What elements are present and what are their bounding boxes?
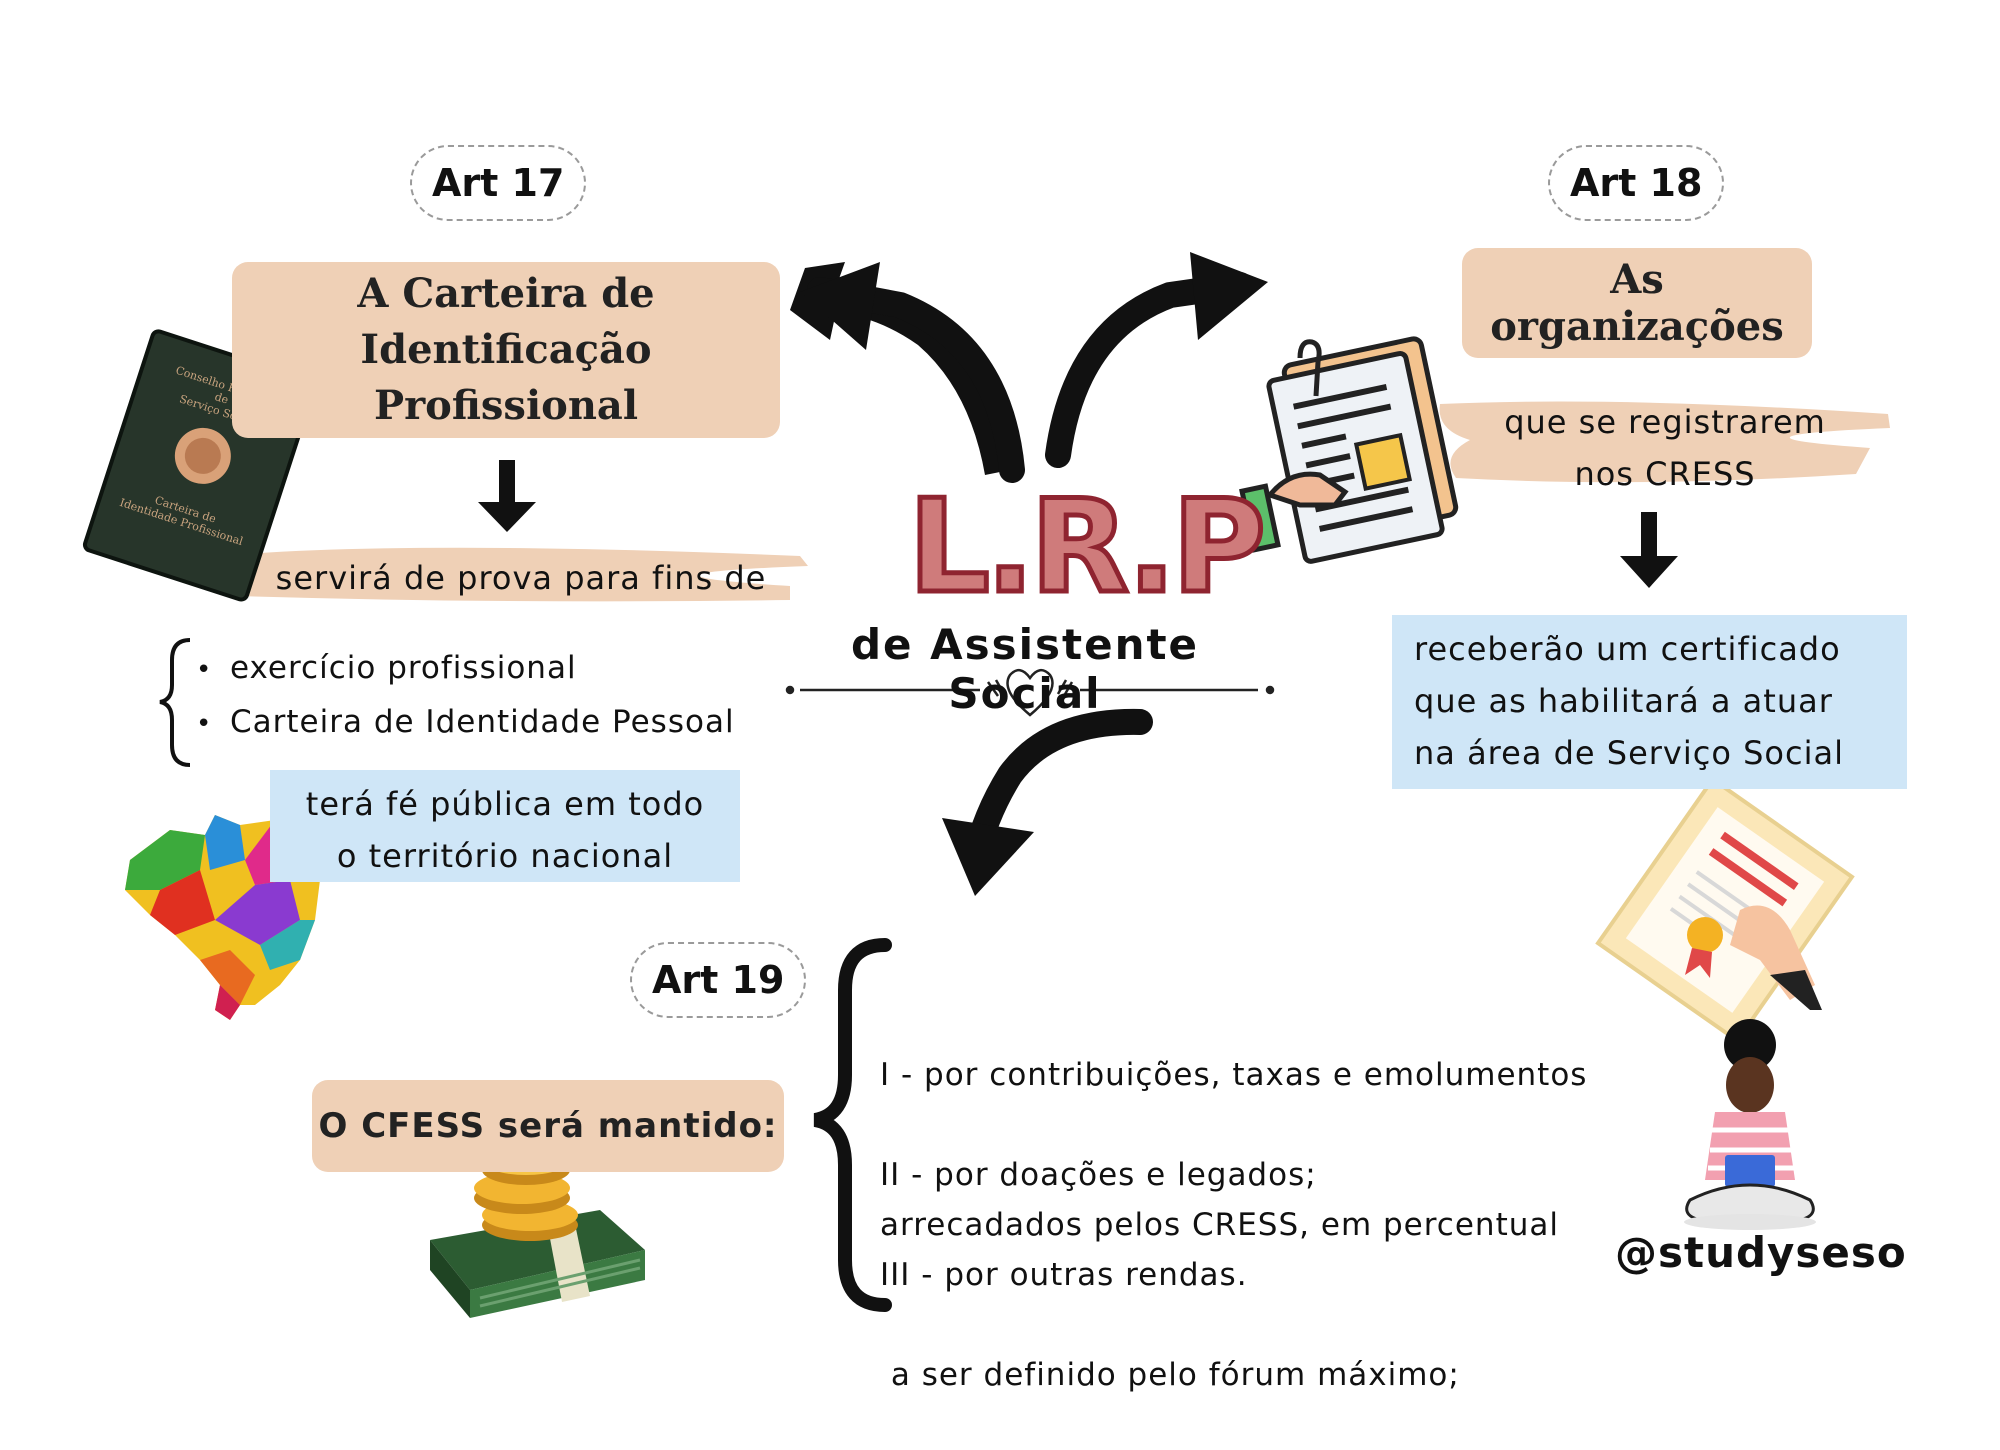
- author-handle: @studyseso: [1615, 1228, 1907, 1277]
- brush-stroke-art17: [229, 547, 808, 602]
- art17-box: A Carteira de Identificação Profissional: [232, 262, 780, 438]
- arrow-to-art19-head: [942, 818, 1034, 896]
- art17-blue-line2: o território nacional: [336, 837, 674, 875]
- art19-item-3: III - por outras rendas.: [880, 1257, 1248, 1293]
- girl-laptop-icon: [1684, 1019, 1816, 1230]
- lrp-subtitle: de Assistente Social: [850, 620, 1200, 718]
- documents-hand-icon: [1239, 336, 1459, 564]
- arrow-to-art18-line: [1045, 272, 1253, 468]
- art19-item-1: I - por contribuições, taxas e emolument…: [880, 950, 1587, 1450]
- art18-box: As organizações: [1462, 248, 1812, 358]
- art18-stroke-line2: nos CRESS: [1574, 455, 1756, 493]
- arrow-to-art17-line: [807, 277, 1025, 483]
- art19-tag: Art 19: [630, 942, 807, 1018]
- art17-tag: Art 17: [410, 145, 587, 221]
- art19-item-line: I - por contribuições, taxas e emolument…: [880, 1057, 1588, 1093]
- art17-bullet-list: exercício profissional Carteira de Ident…: [196, 642, 735, 750]
- brazil-map-icon: [125, 815, 320, 1020]
- arrow-to-art18-head: [1190, 252, 1268, 340]
- art17-box-line1: A Carteira de Identificação: [357, 270, 655, 373]
- art19-box: O CFESS será mantido:: [312, 1080, 784, 1172]
- bullets-brace: [159, 638, 191, 767]
- art18-blue-line3: na área de Serviço Social: [1414, 734, 1844, 772]
- diagram-canvas: Conselho RegionaldeServiço Social Cartei…: [82, 252, 1890, 1318]
- art18-blue-line1: receberão um certificado: [1414, 630, 1841, 668]
- heart-divider: [785, 669, 1275, 717]
- art19-brace: [813, 938, 892, 1312]
- art18-tag: Art 18: [1548, 145, 1725, 221]
- down-arrow-art17: [478, 460, 536, 532]
- arrow-to-art17-head: [800, 262, 880, 350]
- art17-blue-box: terá fé pública em todo o território nac…: [270, 770, 740, 882]
- art19-item-line: arrecadados pelos CRESS, em percentual: [880, 1207, 1559, 1243]
- art19-item-2: II - por doações e legados;: [880, 1157, 1317, 1193]
- list-item: exercício profissional: [196, 642, 735, 696]
- art19-item-line: a ser definido pelo fórum máximo;: [880, 1357, 1460, 1393]
- art18-blue-box: receberão um certificado que as habilita…: [1392, 615, 1907, 789]
- list-item: Carteira de Identidade Pessoal: [196, 696, 735, 750]
- certificate-icon: [1595, 776, 1855, 1044]
- art17-box-line2: Profissional: [373, 382, 639, 429]
- art17-stroke-text: servirá de prova para fins de: [275, 559, 767, 597]
- art17-blue-line1: terá fé pública em todo: [305, 785, 705, 823]
- down-arrow-art18: [1620, 512, 1678, 588]
- brush-stroke-art18: [1439, 401, 1890, 483]
- art18-stroke-line1: que se registrarem: [1504, 403, 1826, 441]
- art18-blue-line2: que as habilitará a atuar: [1414, 682, 1833, 720]
- lrp-title: L.R.P: [906, 473, 1269, 622]
- art18-stroke-text: que se registrarem nos CRESS: [1460, 396, 1870, 500]
